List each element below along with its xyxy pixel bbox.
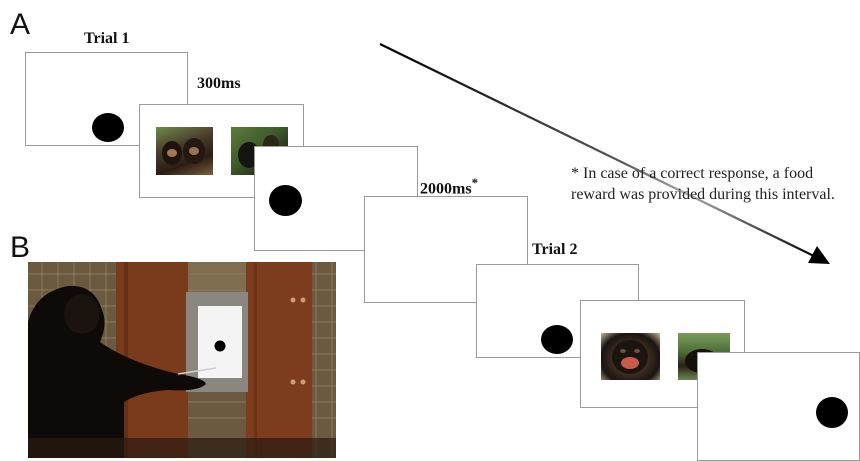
center-dot xyxy=(269,185,302,216)
chimp-face-image xyxy=(601,333,660,380)
chimp-group-image xyxy=(156,127,213,175)
duration-2000ms-label: 2000ms* xyxy=(420,175,478,198)
screen-fixation-1 xyxy=(25,52,188,146)
panel-label-a: A xyxy=(10,8,31,41)
photo-scene xyxy=(28,262,336,458)
panel-label-b: B xyxy=(10,231,31,264)
fixation-dot xyxy=(541,325,573,354)
asterisk-mark: * xyxy=(471,175,479,190)
screen-trial2-final xyxy=(697,352,860,461)
fixation-dot xyxy=(816,397,848,428)
duration-300ms-label: 300ms xyxy=(197,75,241,92)
duration-2000ms-text: 2000ms xyxy=(420,180,472,198)
fixation-dot xyxy=(92,113,124,142)
trial-2-label: Trial 2 xyxy=(532,241,578,258)
reward-footnote: * In case of a correct response, a food … xyxy=(571,165,835,203)
trial-1-label: Trial 1 xyxy=(84,30,130,47)
experiment-setup-photo xyxy=(28,262,336,458)
